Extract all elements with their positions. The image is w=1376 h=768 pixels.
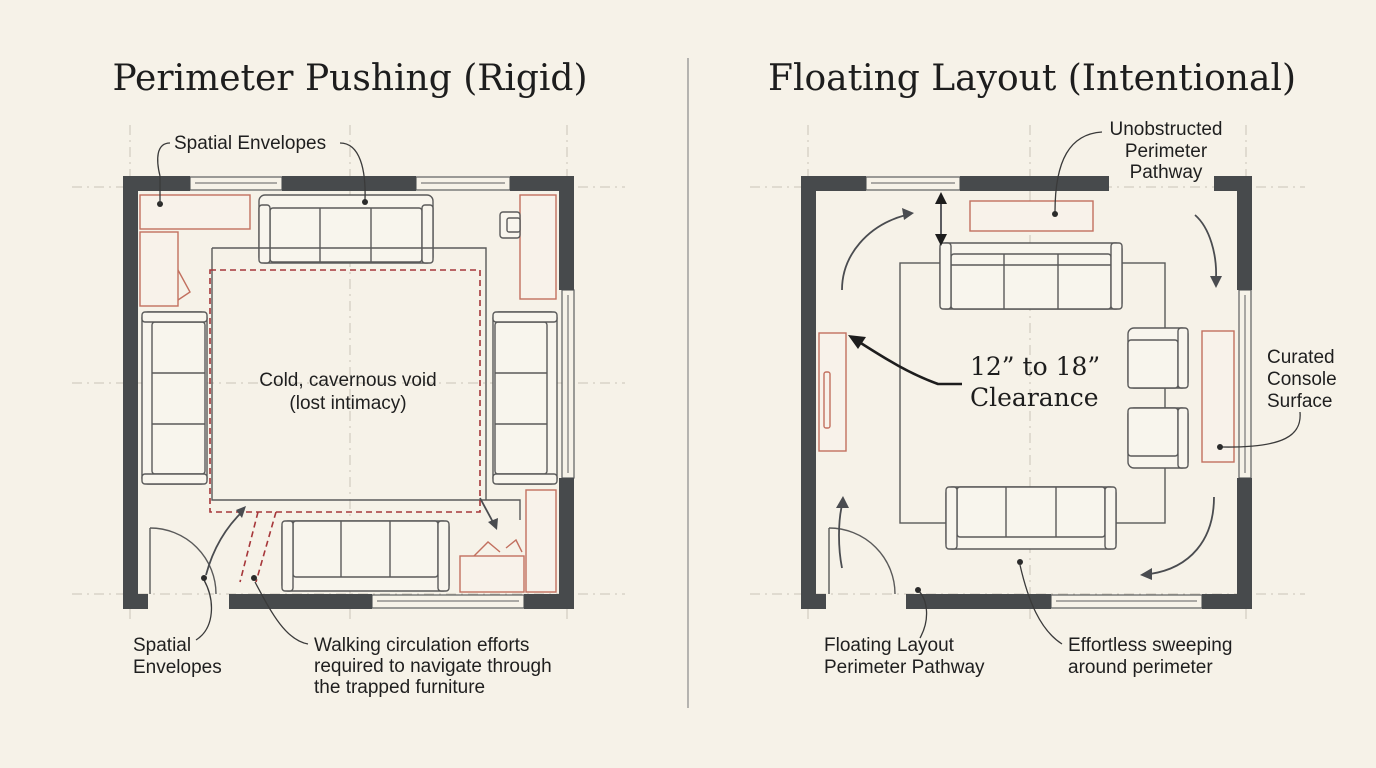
left-sofa-bottom <box>281 520 450 592</box>
label-spatial-envelopes-bottom-2: Envelopes <box>133 657 222 678</box>
clearance-leader <box>848 335 962 386</box>
left-door <box>149 527 217 595</box>
left-rug-outline <box>211 247 521 520</box>
right-walls <box>801 176 1252 609</box>
label-spatial-envelopes-top: Spatial Envelopes <box>174 133 326 154</box>
left-desk-chair <box>499 211 521 239</box>
right-title: Floating Layout (Intentional) <box>768 58 1296 99</box>
label-floating-pathway-2: Perimeter Pathway <box>824 657 985 678</box>
label-walking-circulation-1: Walking circulation efforts <box>314 635 529 656</box>
left-spatial-envelopes <box>139 194 557 593</box>
clearance-dimension <box>935 192 947 246</box>
label-floating-pathway-1: Floating Layout <box>824 635 955 656</box>
left-sofa-top <box>258 194 434 264</box>
left-leaders <box>157 142 368 645</box>
label-spatial-envelopes-bottom-1: Spatial <box>133 635 191 656</box>
right-chairs <box>1127 327 1189 469</box>
right-sofa-top <box>939 242 1123 310</box>
label-walking-circulation-3: the trapped furniture <box>314 677 485 698</box>
left-title: Perimeter Pushing (Rigid) <box>112 58 587 99</box>
label-effortless-1: Effortless sweeping <box>1068 635 1232 656</box>
left-sofa-left <box>141 311 208 485</box>
right-leaders <box>915 131 1301 645</box>
label-curated-3: Surface <box>1267 391 1332 412</box>
right-door <box>828 527 896 595</box>
label-effortless-2: around perimeter <box>1068 657 1213 678</box>
label-curated-1: Curated <box>1267 347 1335 368</box>
label-curated-2: Console <box>1267 369 1337 390</box>
label-walking-circulation-2: required to navigate through <box>314 656 552 677</box>
right-sweep-arrows <box>836 208 1222 580</box>
label-unobstructed-3: Pathway <box>1130 162 1203 183</box>
right-sofa-bottom <box>945 486 1117 550</box>
right-panel: Floating Layout (Intentional) <box>750 58 1337 678</box>
left-circulation-arrows <box>205 497 498 576</box>
label-void-line2: (lost intimacy) <box>289 393 406 414</box>
label-clearance-2: Clearance <box>970 383 1099 412</box>
left-sofa-right <box>492 311 558 485</box>
label-void-line1: Cold, cavernous void <box>259 370 436 391</box>
left-walls <box>123 176 575 609</box>
right-consoles <box>818 200 1235 463</box>
left-cold-void <box>209 269 481 583</box>
label-unobstructed-1: Unobstructed <box>1109 119 1222 140</box>
left-panel: Perimeter Pushing (Rigid) <box>72 58 625 698</box>
label-unobstructed-2: Perimeter <box>1125 141 1208 162</box>
label-clearance-1: 12” to 18” <box>970 352 1100 381</box>
